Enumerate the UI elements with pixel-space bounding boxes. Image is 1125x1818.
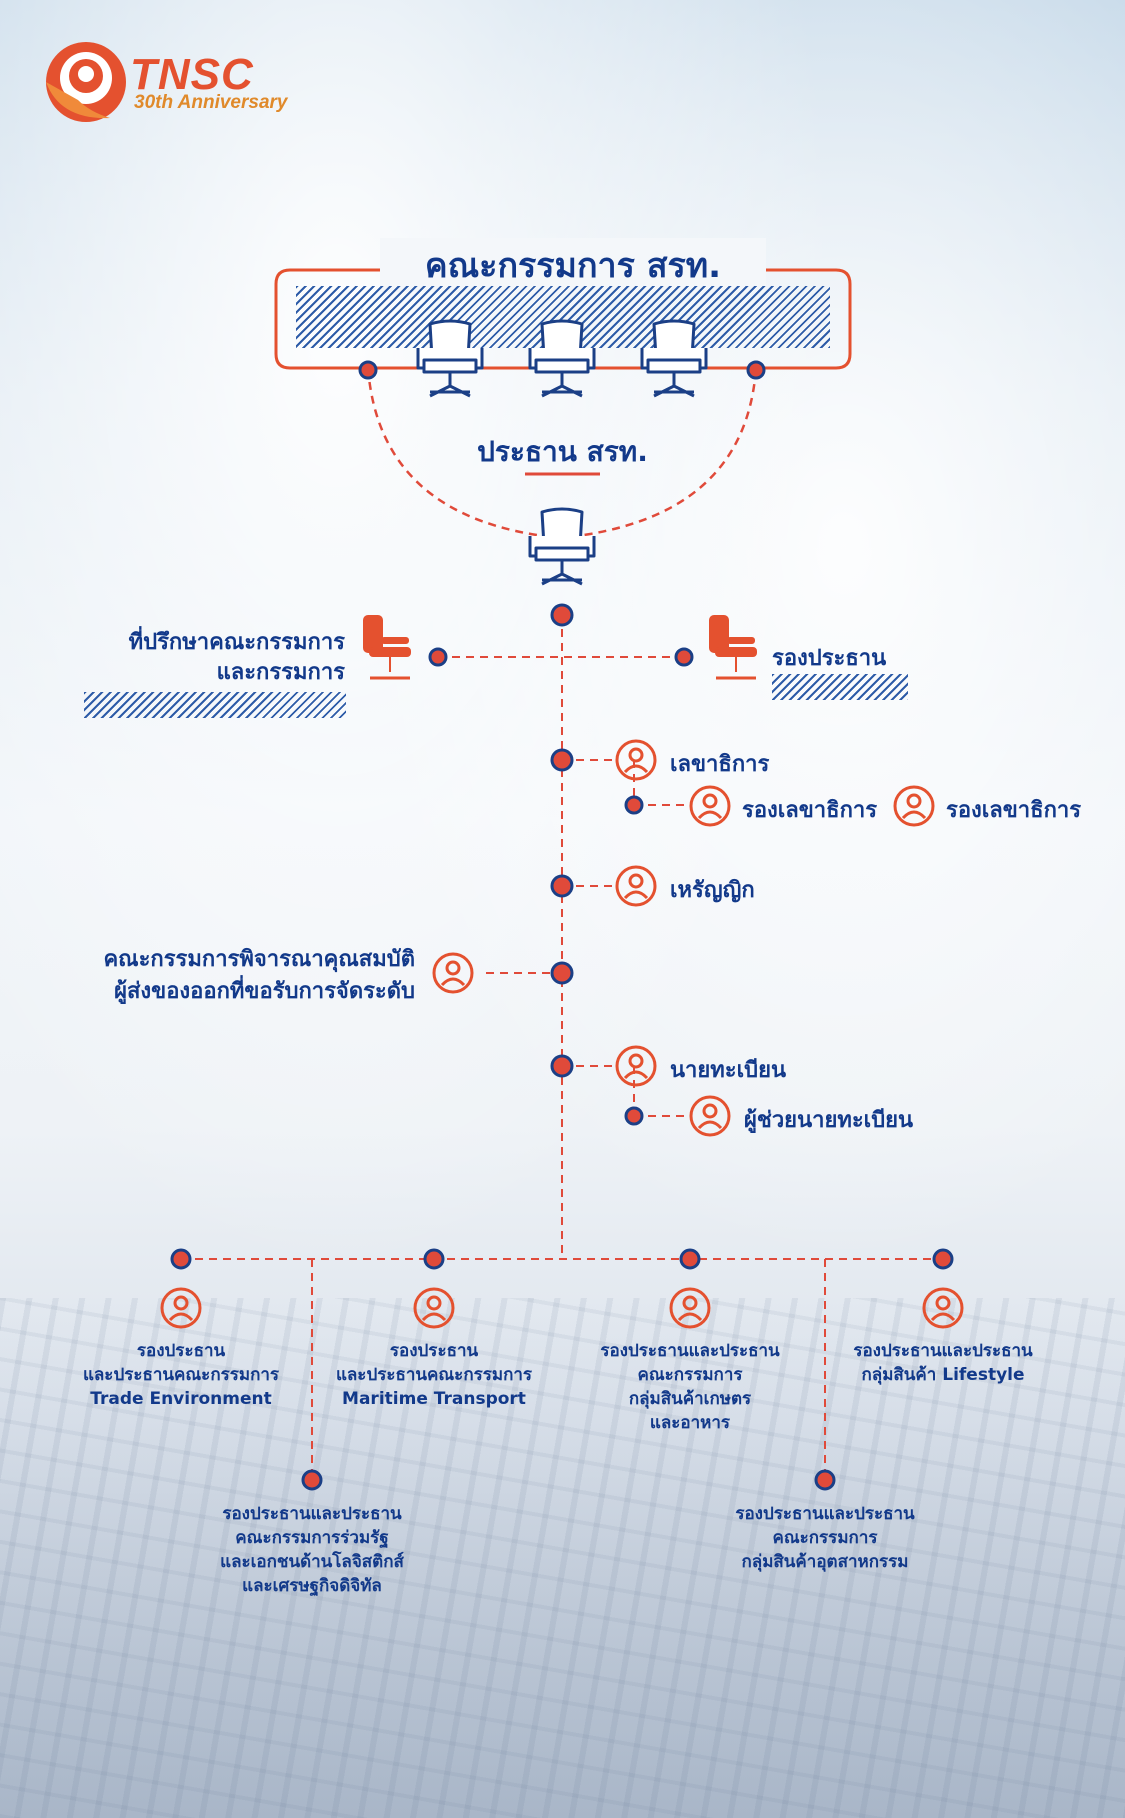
- deputy-secretary-label: รองเลขาธิการ: [946, 798, 1082, 823]
- vp-group-line: กลุ่มสินค้าเกษตร: [628, 1389, 752, 1409]
- vp-group-line: Trade Environment: [90, 1389, 272, 1409]
- person-icon: [413, 1287, 455, 1329]
- vp-group-line: และประธานคณะกรรมการ: [335, 1365, 533, 1385]
- vp-group-line: รองประธานและประธาน: [600, 1341, 780, 1361]
- person-icon: [893, 785, 935, 827]
- vp-group-agriculture-food: รองประธานและประธาน คณะกรรมการ กลุ่มสินค้…: [570, 1339, 810, 1435]
- vice-president-hatch: [772, 674, 908, 700]
- person-icon: [160, 1287, 202, 1329]
- chair-icon: [640, 319, 708, 398]
- person-icon: [922, 1287, 964, 1329]
- office-chair-icon: [363, 615, 411, 680]
- advisor-line1: ที่ปรึกษาคณะกรรมการ: [128, 630, 345, 655]
- vp-group-line: คณะกรรมการ: [637, 1365, 743, 1385]
- vp-group-trade-environment: รองประธาน และประธานคณะกรรมการ Trade Envi…: [61, 1339, 301, 1411]
- advisor-hatch: [84, 692, 346, 718]
- vp-group-line: รองประธานและประธาน: [853, 1341, 1033, 1361]
- committee-line2: ผู้ส่งของออกที่ขอรับการจัดระดับ: [114, 979, 415, 1004]
- person-icon: [615, 865, 657, 907]
- person-icon: [615, 739, 657, 781]
- committee-label: คณะกรรมการพิจารณาคุณสมบัติ ผู้ส่งของออกท…: [40, 944, 415, 1008]
- person-icon: [432, 952, 474, 994]
- vp-group-logistics-digital: รองประธานและประธาน คณะกรรมการร่วมรัฐ และ…: [192, 1502, 432, 1598]
- vp-group-lifestyle: รองประธานและประธาน กลุ่มสินค้า Lifestyle: [833, 1339, 1053, 1387]
- vp-group-line: และเอกชนด้านโลจิสติกส์: [220, 1552, 404, 1572]
- chairman-chair-icon: [528, 507, 596, 586]
- vp-group-line: รองประธานและประธาน: [735, 1504, 915, 1524]
- logo-brand: TNSC: [130, 50, 254, 99]
- board-right-dot: [746, 360, 766, 380]
- advisor-line2: และกรรมการ: [216, 660, 345, 685]
- vp-group-line: รองประธาน: [389, 1341, 479, 1361]
- vp-group-line: กลุ่มสินค้า Lifestyle: [861, 1365, 1025, 1385]
- vp-group-line: และประธานคณะกรรมการ: [82, 1365, 280, 1385]
- vice-president-label: รองประธาน: [772, 646, 887, 671]
- board-left-dot: [358, 360, 378, 380]
- vp-group-line: คณะกรรมการ: [772, 1528, 878, 1548]
- assistant-registrar-label: ผู้ช่วยนายทะเบียน: [744, 1108, 914, 1133]
- chair-icon: [528, 319, 596, 398]
- person-icon: [615, 1045, 657, 1087]
- vp-group-line: คณะกรรมการร่วมรัฐ: [235, 1528, 389, 1548]
- vp-group-line: รองประธานและประธาน: [222, 1504, 402, 1524]
- deputy-secretary-label: รองเลขาธิการ: [742, 798, 878, 823]
- advisor-label: ที่ปรึกษาคณะกรรมการ และกรรมการ: [90, 628, 345, 688]
- person-icon: [689, 1095, 731, 1137]
- chairman-title: ประธาน สรท.: [477, 435, 648, 468]
- treasurer-label: เหรัญญิก: [670, 878, 755, 903]
- tnsc-logo-mark: [46, 42, 126, 122]
- logo-anniversary: 30th Anniversary: [134, 92, 288, 113]
- committee-line1: คณะกรรมการพิจารณาคุณสมบัติ: [103, 947, 415, 972]
- vp-group-industrial: รองประธานและประธาน คณะกรรมการ กลุ่มสินค้…: [705, 1502, 945, 1574]
- office-chair-icon: [709, 615, 757, 680]
- vp-group-line: กลุ่มสินค้าอุตสาหกรรม: [741, 1552, 909, 1572]
- person-icon: [689, 785, 731, 827]
- vp-group-line: รองประธาน: [136, 1341, 226, 1361]
- person-icon: [669, 1287, 711, 1329]
- chair-icon: [416, 319, 484, 398]
- vp-group-line: Maritime Transport: [342, 1389, 526, 1409]
- vp-group-line: และเศรษฐกิจดิจิทัล: [242, 1576, 382, 1596]
- secretary-label: เลขาธิการ: [670, 752, 770, 777]
- registrar-label: นายทะเบียน: [670, 1058, 787, 1083]
- vp-group-maritime-transport: รองประธาน และประธานคณะกรรมการ Maritime T…: [314, 1339, 554, 1411]
- city-background: [0, 1298, 1125, 1818]
- vp-group-line: และอาหาร: [649, 1413, 731, 1433]
- board-title: คณะกรรมการ สรท.: [380, 238, 766, 292]
